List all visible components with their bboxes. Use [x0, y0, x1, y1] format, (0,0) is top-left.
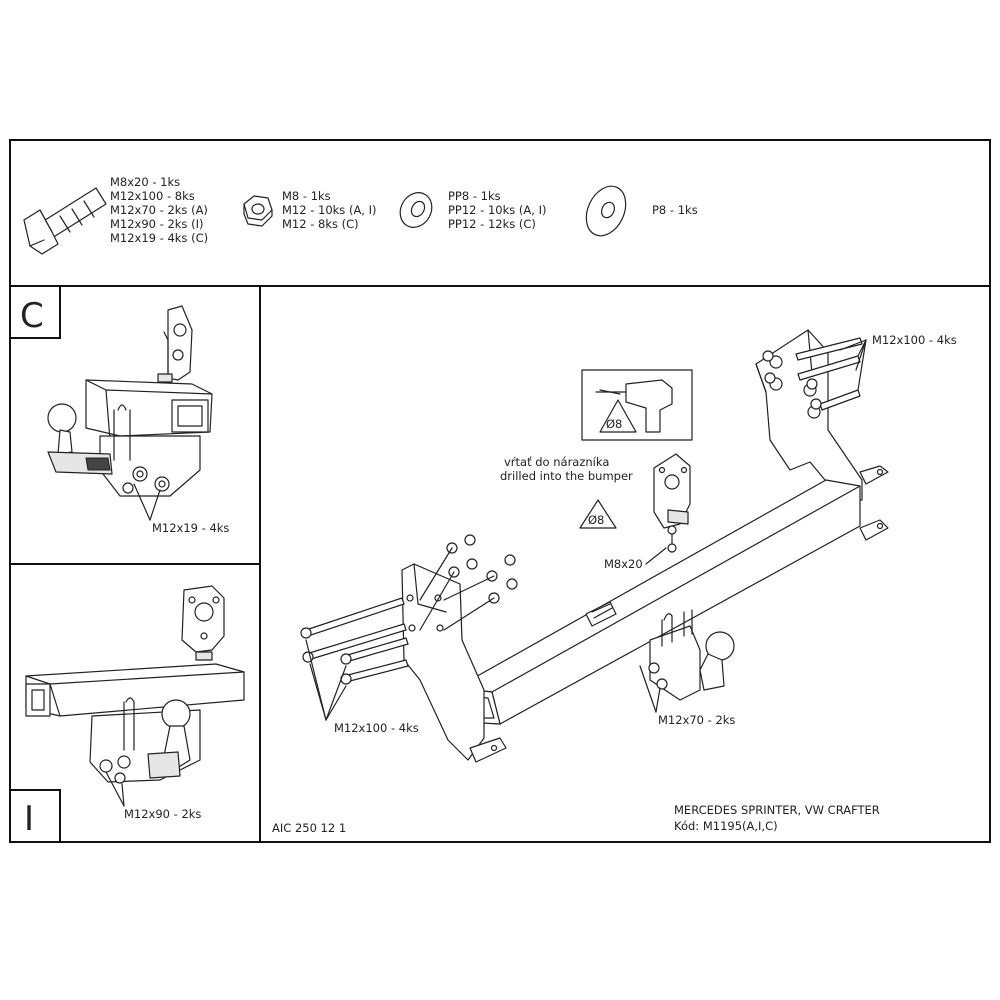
ball-mount [648, 609, 735, 701]
variant-i-letter: I [24, 799, 34, 839]
top-bolts [762, 337, 863, 411]
variant-i-box [9, 789, 61, 843]
i-bolts [99, 755, 131, 784]
bolts-left-label: M12x100 - 4ks [334, 721, 419, 735]
bolt-line-3: M12x70 - 2ks (A) [110, 203, 208, 217]
bolt-line-2: M12x100 - 8ks [110, 189, 195, 203]
flat-washer-icon [585, 185, 627, 237]
variant-i-panel: I [24, 585, 245, 839]
flat-washer-line-1: P8 - 1ks [652, 203, 698, 217]
drill-note-cz: vŕtať do nárazníka [504, 455, 609, 469]
spring-washer-line-2: PP12 - 10ks (A, I) [448, 203, 546, 217]
left-bracket [401, 563, 507, 763]
socket-plate-main [653, 453, 691, 553]
bolt-icon [23, 187, 107, 255]
bolt-line-5: M12x19 - 4ks (C) [110, 231, 208, 245]
variant-c-letter: C [20, 296, 44, 336]
nut-icon [243, 195, 273, 227]
variant-c-bolt-label: M12x19 - 4ks [152, 521, 229, 535]
spring-washer-line-3: PP12 - 12ks (C) [448, 217, 536, 231]
bolt-line-1: M8x20 - 1ks [110, 175, 180, 189]
tow-ball-c [47, 403, 113, 475]
spring-washer-icon [399, 192, 433, 228]
left-bolts [300, 597, 409, 685]
square-tube-c [85, 379, 213, 441]
bolts-top-label: M12x100 - 4ks [872, 333, 957, 347]
spring-washer-line-1: PP8 - 1ks [448, 189, 501, 203]
nut-line-1: M8 - 1ks [282, 189, 331, 203]
right-bracket [755, 329, 889, 541]
bolt-line-4: M12x90 - 2ks (I) [110, 217, 203, 231]
vehicle-name: MERCEDES SPRINTER, VW CRAFTER [674, 803, 880, 817]
parts-list: M8x20 - 1ks M12x100 - 8ks M12x70 - 2ks (… [23, 175, 698, 255]
drill-box: Ø8 [581, 369, 693, 441]
socket-plate-c [157, 305, 193, 383]
main-assembly: M12x100 - 4ks [300, 329, 957, 763]
square-tube-i [25, 663, 245, 717]
drill-symbol-small: Ø8 [588, 513, 604, 527]
variant-c-box [9, 285, 61, 339]
nut-line-2: M12 - 10ks (A, I) [282, 203, 377, 217]
socket-plate-i [181, 585, 225, 661]
bolts-ball-label: M12x70 - 2ks [658, 713, 735, 727]
drill-symbol: Ø8 [606, 417, 622, 431]
variant-c-panel: C [20, 296, 229, 535]
variant-i-bolt-label: M12x90 - 2ks [124, 807, 201, 821]
tow-ball-i [147, 699, 191, 779]
nut-line-3: M12 - 8ks (C) [282, 217, 359, 231]
left-nuts [419, 534, 518, 631]
product-code: AIC 250 12 1 [272, 821, 346, 835]
drill-icon [595, 379, 673, 433]
bolt-socket-label: M8x20 [604, 557, 643, 571]
drill-note-en: drilled into the bumper [500, 469, 633, 483]
c-bolts [122, 466, 170, 494]
kod-label: Kód: M1195(A,I,C) [674, 819, 778, 833]
outer-frame [9, 139, 991, 843]
drill-triangle-icon: Ø8 [579, 499, 617, 529]
